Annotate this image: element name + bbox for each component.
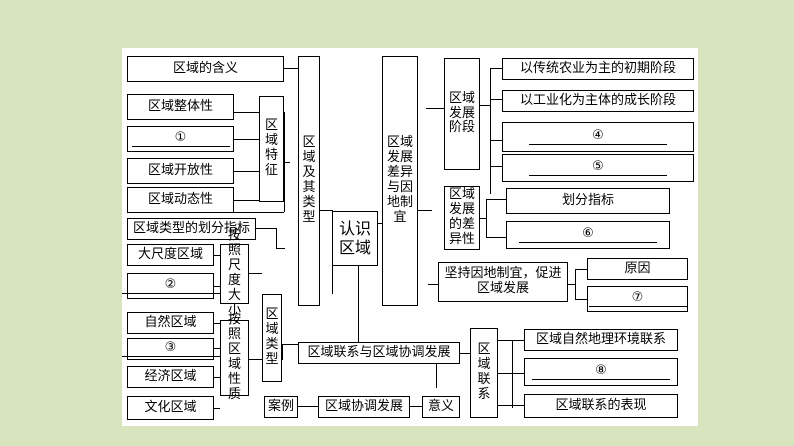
region-meaning: 区域的含义	[127, 56, 284, 82]
connector	[320, 210, 332, 211]
connector	[490, 140, 502, 141]
connector	[214, 255, 220, 256]
nature-item-blank: ③	[121, 338, 220, 360]
connector	[284, 68, 298, 69]
stage-item: 以工业化为主体的成长阶段	[502, 90, 694, 112]
connector	[249, 359, 262, 360]
regional-linkage-coordinated-development: 区域联系与区域协调发展	[298, 342, 460, 364]
connector	[480, 218, 486, 219]
column-label: 区域发展差异与因地制宜	[386, 135, 413, 225]
connector	[498, 340, 524, 341]
connector	[575, 269, 587, 270]
connector	[276, 228, 277, 248]
by-nature-label: 按照区域性质	[220, 312, 249, 402]
connector	[276, 248, 285, 249]
nature-item: 自然区域	[127, 312, 214, 334]
difference-item-blank: ⑥	[506, 221, 670, 249]
linkage-item-blank: ⑧	[524, 358, 678, 386]
feature-item: 区域开放性	[127, 158, 234, 184]
connector	[282, 344, 283, 360]
connector	[282, 344, 298, 345]
connector	[490, 166, 502, 167]
case-box: 案例	[264, 396, 298, 418]
feature-item: 区域动态性	[127, 187, 234, 213]
column-label: 区域及其类型	[302, 135, 316, 225]
development-stages-label: 区域发展阶段	[444, 58, 480, 170]
column-development-differences: 区域发展差异与因地制宜	[382, 56, 418, 306]
linkage-item: 区域联系的表现	[524, 394, 678, 418]
connector	[498, 373, 524, 374]
connector	[358, 266, 359, 342]
connector	[410, 406, 422, 407]
reason-item: 原因	[587, 258, 688, 280]
connector	[490, 99, 502, 100]
feature-item-blank: ①	[127, 126, 234, 152]
connector	[575, 269, 576, 299]
stage-item-blank: ⑤	[502, 154, 694, 182]
center-label: 认识区域	[338, 219, 371, 257]
region-types-label: 区域类型	[262, 294, 282, 382]
by-scale-label: 按照尺度大小	[220, 228, 249, 318]
connector	[486, 199, 506, 200]
connector	[568, 284, 575, 285]
connector	[214, 323, 220, 324]
connector	[480, 105, 490, 106]
linkage-item: 区域自然地理环境联系	[524, 329, 678, 351]
stage-item-blank: ④	[502, 122, 694, 152]
stage-item: 以传统农业为主的初期阶段	[502, 58, 694, 80]
reason-item-blank: ⑦	[587, 286, 688, 312]
column-region-and-types: 区域及其类型	[298, 56, 320, 306]
concept-map: 区域及其类型 认识区域 区域发展差异与因地制宜 区域的含义 区域整体性 ① 区域…	[121, 48, 698, 426]
connector	[460, 353, 470, 354]
connector	[436, 356, 437, 388]
development-difference-label: 区域发展的差异性	[444, 186, 480, 250]
connector	[256, 228, 276, 229]
connector	[486, 199, 487, 237]
classification-indicator: 区域类型的划分指标	[127, 218, 256, 240]
connector	[486, 237, 506, 238]
features-label: 区域特征	[259, 96, 284, 202]
significance-box: 意义	[422, 396, 460, 418]
regional-linkage-label: 区域联系	[470, 328, 498, 418]
connector	[214, 377, 220, 378]
connector	[490, 68, 502, 69]
adapt-local-conditions: 坚持因地制宜，促进区域发展	[438, 262, 568, 302]
connector	[214, 408, 220, 409]
feature-item: 区域整体性	[127, 94, 234, 120]
connector	[512, 340, 513, 408]
nature-item: 经济区域	[127, 366, 214, 388]
scale-item-blank: ②	[121, 273, 220, 299]
connector	[214, 348, 220, 349]
connector	[298, 406, 318, 407]
case-item: 区域协调发展	[318, 396, 410, 418]
connector	[498, 405, 524, 406]
connector	[418, 210, 432, 211]
nature-item: 文化区域	[127, 396, 214, 420]
center-box: 认识区域	[332, 211, 378, 266]
connector	[214, 286, 220, 287]
connector	[575, 299, 587, 300]
connector	[490, 68, 491, 194]
connector	[249, 273, 262, 274]
connector	[426, 108, 444, 109]
difference-item: 划分指标	[506, 188, 670, 214]
scale-item: 大尺度区域	[127, 244, 214, 266]
connector	[234, 212, 284, 213]
connector	[428, 284, 438, 285]
